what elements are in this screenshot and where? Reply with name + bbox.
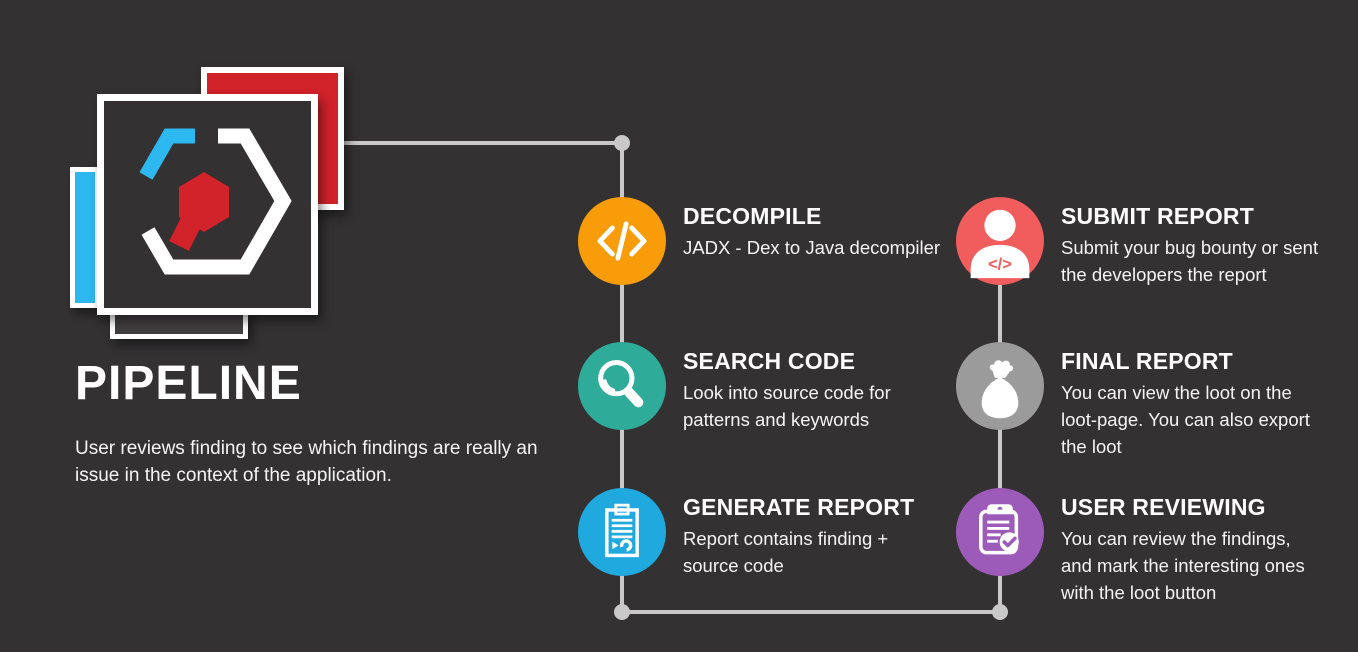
code-icon: [597, 221, 647, 261]
step-description: JADX - Dex to Java decompiler: [683, 237, 941, 258]
step-title: DECOMPILE: [683, 203, 822, 229]
logo-cyan-bar: [70, 167, 100, 308]
money-bag-icon: [981, 360, 1019, 419]
step-description: You can view the loot on the loot-page. …: [1061, 382, 1310, 457]
logo-main-square: [97, 94, 318, 315]
step-description: Report contains finding + source code: [683, 528, 889, 576]
report-document-icon: [605, 503, 639, 558]
submit-report-circle: </>: [956, 197, 1044, 285]
step-title: SEARCH CODE: [683, 348, 856, 374]
step-user-reviewing: USER REVIEWING You can review the findin…: [956, 488, 1358, 606]
step-title: USER REVIEWING: [1061, 494, 1266, 520]
page-title: PIPELINE: [75, 357, 302, 410]
step-title: SUBMIT REPORT: [1061, 203, 1254, 229]
step-search-code: SEARCH CODE Look into source code for pa…: [578, 342, 953, 433]
search-code-circle: [578, 342, 666, 430]
hexagon-code-mark: [139, 128, 292, 275]
magnifier-icon: [598, 360, 644, 408]
step-decompile: DECOMPILE JADX - Dex to Java decompiler: [578, 197, 953, 285]
step-description: Submit your bug bounty or sent the devel…: [1061, 237, 1319, 285]
step-generate-report: GENERATE REPORT Report contains finding …: [578, 488, 953, 579]
decompile-circle: [578, 197, 666, 285]
developer-person-icon: </>: [970, 209, 1030, 279]
user-reviewing-circle: [956, 488, 1044, 576]
step-title: GENERATE REPORT: [683, 494, 915, 520]
step-description: Look into source code for patterns and k…: [683, 382, 891, 430]
clipboard-check-icon: [979, 504, 1019, 555]
svg-text:</>: </>: [988, 254, 1012, 273]
page-subtitle: User reviews finding to see which findin…: [75, 437, 538, 486]
step-submit-report: </> SUBMIT REPORT Submit your bug bounty…: [956, 197, 1358, 288]
step-description: You can review the findings, and mark th…: [1061, 528, 1305, 603]
step-title: FINAL REPORT: [1061, 348, 1233, 374]
headline-block: PIPELINE User reviews finding to see whi…: [75, 357, 538, 489]
step-final-report: FINAL REPORT You can view the loot on th…: [956, 342, 1358, 460]
generate-report-circle: [578, 488, 666, 576]
final-report-circle: [956, 342, 1044, 430]
